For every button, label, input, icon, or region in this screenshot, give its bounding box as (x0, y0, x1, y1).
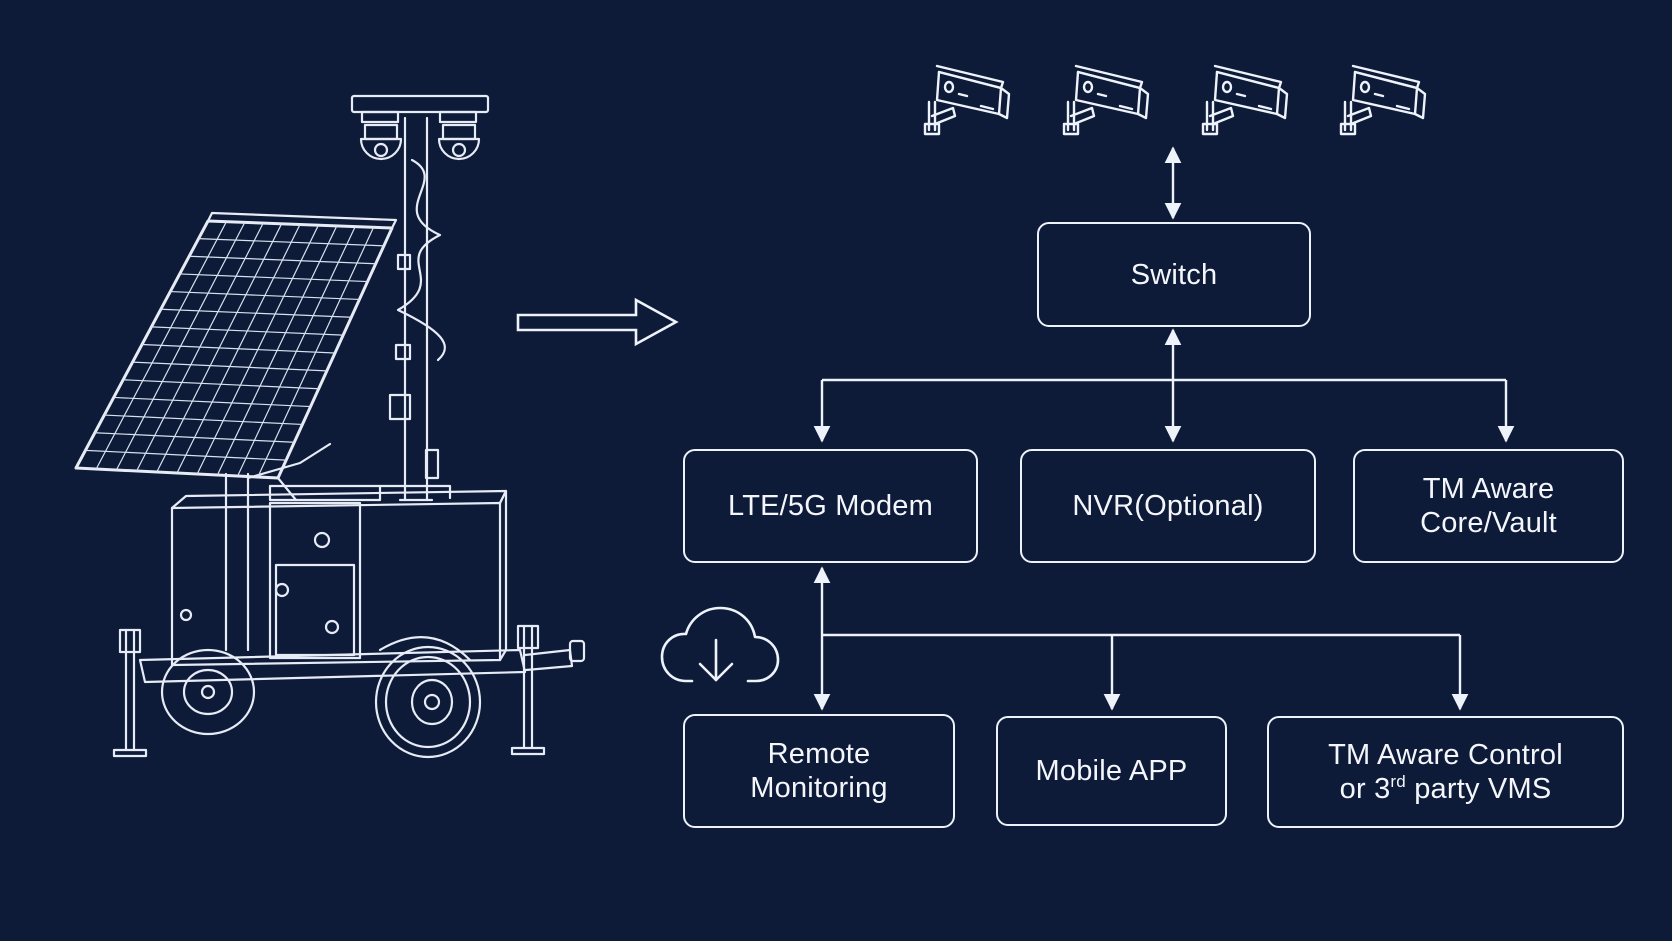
wheel (374, 636, 482, 759)
panel-grid-line (113, 396, 311, 408)
ptz-camera-icon (359, 123, 403, 161)
cloud-download-icon (660, 606, 780, 683)
security-camera-icon (923, 64, 1011, 136)
vms-label-post: party VMS (1405, 773, 1552, 805)
panel-grid-line (170, 290, 360, 301)
panel-grid-line (179, 273, 368, 283)
tm-aware-core-vault-node: TM Aware Core/Vault (1353, 449, 1624, 563)
security-camera-icon (1339, 64, 1427, 136)
panel-grid-line (141, 343, 336, 354)
panel-grid-line (189, 255, 376, 265)
panel-grid-line (94, 432, 295, 443)
vms-label-sup: rd (1390, 772, 1406, 791)
connector-lines (813, 146, 1515, 711)
solar-panel (74, 211, 398, 480)
tm-aware-control-vms-node: TM Aware Control or 3rd party VMS (1267, 716, 1624, 828)
mobile-label: Mobile APP (1035, 755, 1188, 787)
ptz-camera-icon (437, 123, 481, 161)
panel-grid-line (198, 238, 384, 247)
solar-panel-grid (85, 221, 384, 478)
switch-node: Switch (1037, 222, 1311, 327)
mobile-app-node: Mobile APP (996, 716, 1227, 826)
switch-label: Switch (1130, 258, 1218, 291)
remote-label-line2: Monitoring (750, 772, 888, 804)
panel-grid-line (104, 414, 303, 426)
remote-label-line1: Remote (767, 738, 871, 770)
wheel (160, 648, 256, 736)
remote-monitoring-node: Remote Monitoring (683, 714, 955, 828)
panel-grid-line (160, 308, 352, 318)
nvr-label: NVR(Optional) (1072, 490, 1264, 522)
vms-label-pre: or 3 (1339, 773, 1391, 805)
vms-label-line2: or 3rd party VMS (1328, 772, 1563, 806)
nvr-node: NVR(Optional) (1020, 449, 1316, 563)
panel-grid-line (132, 361, 327, 372)
core-label-line2: Core/Vault (1420, 507, 1557, 539)
camera-group (923, 64, 1427, 136)
right-arrow-icon (516, 297, 679, 347)
panel-grid-line (123, 379, 319, 390)
security-camera-icon (1201, 64, 1289, 136)
lte-5g-modem-node: LTE/5G Modem (683, 449, 978, 563)
core-label-line1: TM Aware (1422, 473, 1555, 505)
solar-camera-trailer-illustration (74, 94, 586, 759)
vms-label-line1: TM Aware Control (1328, 739, 1563, 771)
modem-label: LTE/5G Modem (728, 490, 933, 522)
panel-grid-line (85, 449, 287, 461)
panel-grid-line (151, 326, 344, 336)
security-camera-icon (1062, 64, 1150, 136)
